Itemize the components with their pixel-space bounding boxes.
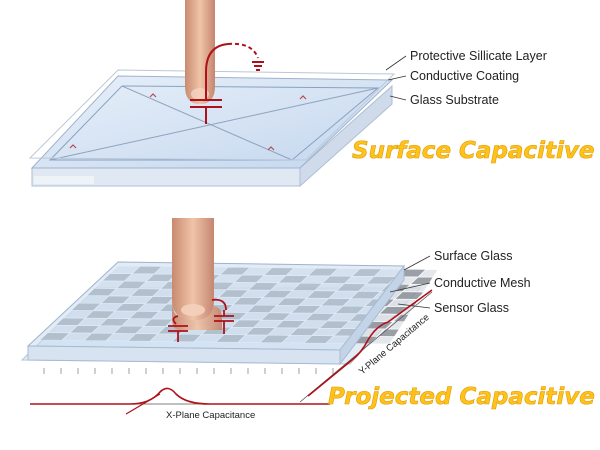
corner-electrodes [69, 93, 307, 151]
label-x-plane-capacitance: X-Plane Capacitance [166, 410, 255, 421]
label-conductive-coating: Conductive Coating [410, 69, 519, 83]
surface-glass [26, 261, 405, 351]
title-projected-capacitive: Projected Capacitive [328, 384, 595, 410]
x-plane-curve: X-Plane Capacitance [30, 387, 330, 421]
bottom-layer-labels: Surface Glass Conductive Mesh Sensor Gla… [389, 249, 531, 315]
glass-substrate-top [30, 75, 394, 169]
finger-bottom [172, 218, 222, 330]
label-glass-substrate: Glass Substrate [410, 93, 499, 107]
label-conductive-mesh: Conductive Mesh [434, 276, 531, 290]
bottom-capacitor-symbols [168, 298, 234, 342]
top-capacitor-symbol [190, 42, 264, 124]
projected-capacitive-panel [20, 261, 440, 374]
label-surface-glass: Surface Glass [434, 249, 513, 263]
glass-substrate-side [299, 84, 393, 188]
label-protective-layer: Protective Sillicate Layer [410, 49, 547, 63]
finger-top [185, 0, 215, 104]
label-sensor-glass: Sensor Glass [434, 301, 509, 315]
title-surface-capacitive: Surface Capacitive [352, 138, 594, 164]
top-layer-labels: Protective Sillicate Layer Conductive Co… [385, 49, 547, 107]
surface-capacitive-panel [28, 69, 396, 188]
